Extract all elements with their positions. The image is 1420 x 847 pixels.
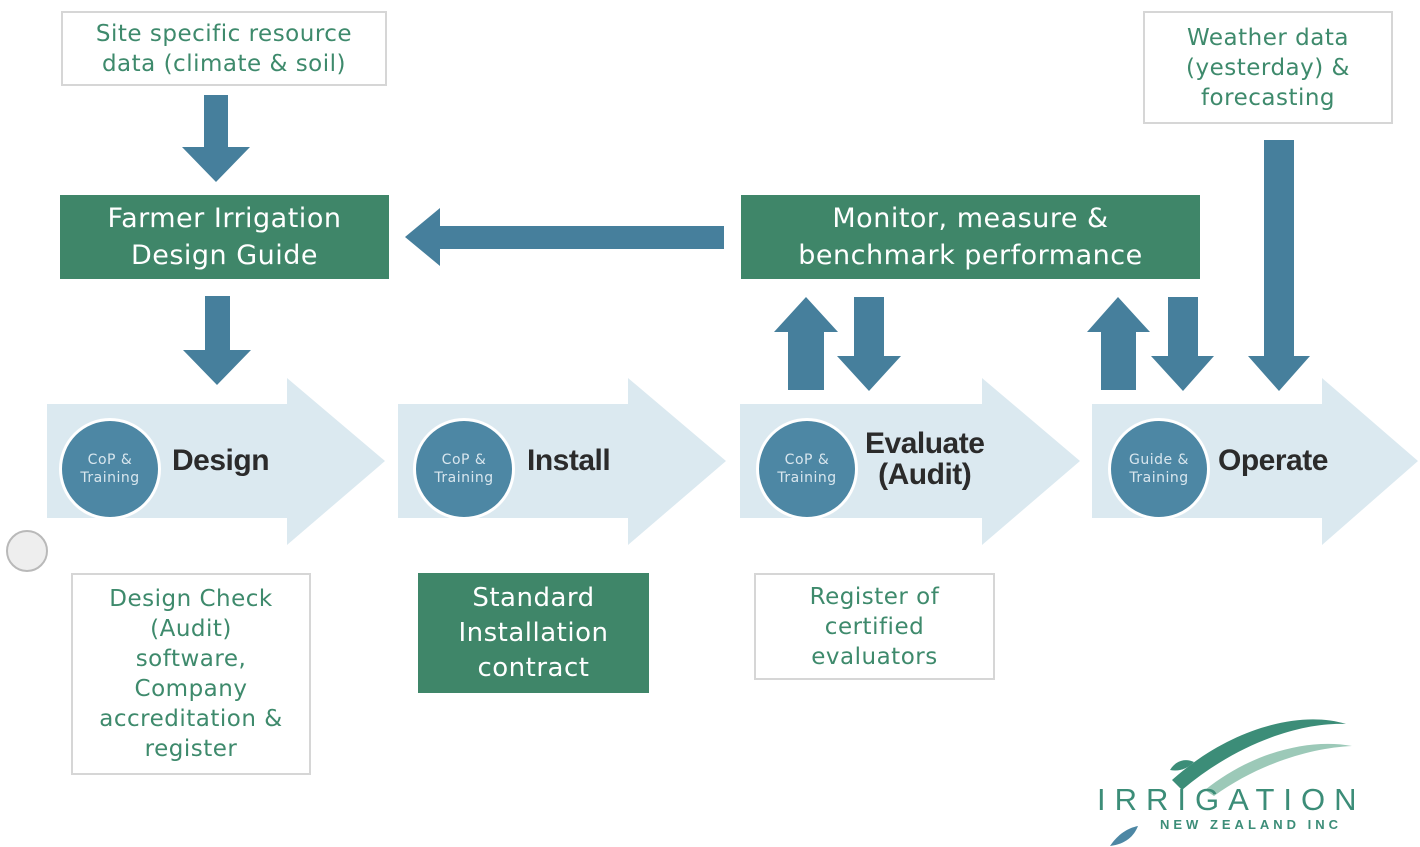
stage-label-evaluate: Evaluate (Audit) [865, 427, 985, 491]
decorative-circle [6, 530, 48, 572]
design-check-box: Design Check (Audit) software, Company a… [71, 573, 311, 775]
stage-badge-design: CoP & Training [59, 418, 161, 520]
installation-contract-box: Standard Installation contract [418, 573, 649, 693]
arrow-monitor-to-guide [405, 208, 724, 266]
logo-leaf-icon [1170, 760, 1194, 771]
stage-label-install: Install [527, 444, 611, 477]
logo-drop-icon [1110, 826, 1138, 846]
arrow-evaluate-down [837, 297, 901, 391]
design-guide-text: Farmer Irrigation Design Guide [107, 203, 342, 271]
site-data-text: Site specific resource data (climate & s… [95, 20, 353, 77]
stage-label-operate: Operate [1218, 444, 1328, 477]
site-data-box: Site specific resource data (climate & s… [61, 11, 387, 86]
evaluators-register-text: Register of certified evaluators [809, 583, 940, 670]
design-check-text: Design Check (Audit) software, Company a… [99, 586, 283, 762]
weather-data-text: Weather data (yesterday) & forecasting [1186, 24, 1350, 111]
arrow-site-to-guide [182, 95, 250, 182]
stage-badge-operate-text: Guide & Training [1129, 452, 1189, 486]
arrow-guide-to-design [183, 296, 251, 385]
stage-badge-operate: Guide & Training [1108, 418, 1210, 520]
stage-badge-evaluate: CoP & Training [756, 418, 858, 520]
arrow-operate-up [1087, 297, 1150, 390]
monitor-performance-box: Monitor, measure & benchmark performance [741, 195, 1200, 279]
installation-contract-text: Standard Installation contract [458, 582, 609, 683]
logo-name: IRRIGATION [1097, 782, 1366, 817]
design-guide-box: Farmer Irrigation Design Guide [60, 195, 389, 279]
stage-badge-install: CoP & Training [413, 418, 515, 520]
weather-data-box: Weather data (yesterday) & forecasting [1143, 11, 1393, 124]
arrow-operate-down [1151, 297, 1214, 391]
evaluators-register-box: Register of certified evaluators [754, 573, 995, 680]
stage-badge-evaluate-text: CoP & Training [777, 452, 837, 486]
monitor-performance-text: Monitor, measure & benchmark performance [798, 203, 1143, 271]
logo-swoosh-icon [1172, 719, 1346, 790]
stage-badge-design-text: CoP & Training [80, 452, 140, 486]
arrow-evaluate-up [774, 297, 838, 390]
logo-subtitle: NEW ZEALAND INC [1160, 817, 1343, 832]
stage-badge-install-text: CoP & Training [434, 452, 494, 486]
logo-swoosh-light-icon [1205, 743, 1352, 796]
arrow-weather-to-operate [1248, 140, 1310, 391]
stage-label-design: Design [172, 444, 270, 477]
